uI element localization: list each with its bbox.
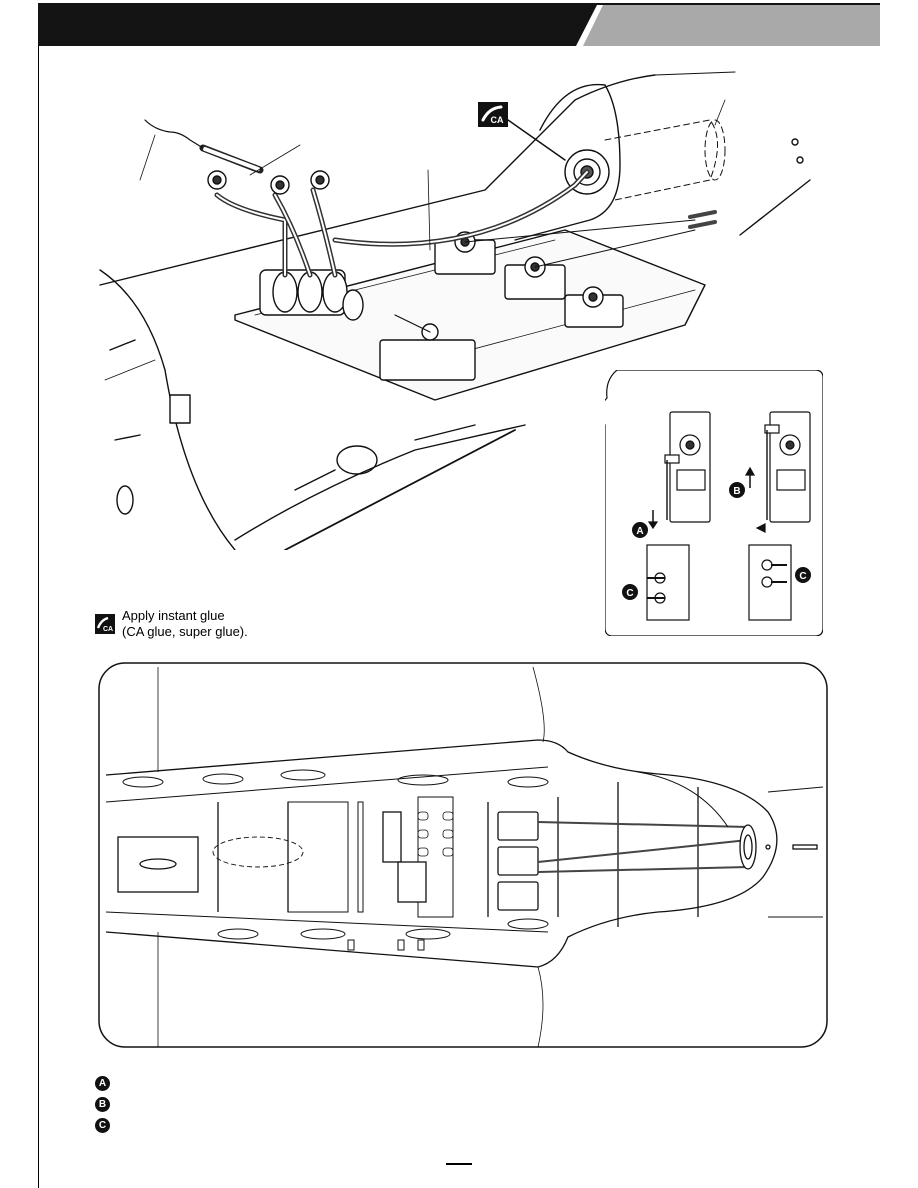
detail-label-c-left: C — [622, 584, 638, 600]
throttle-servo — [379, 339, 476, 381]
ca-note-line2: (CA glue, super glue). — [122, 624, 248, 639]
servo-3 — [564, 286, 624, 328]
servo-2 — [504, 256, 566, 300]
fuselage-top-view-box — [98, 662, 828, 1048]
svg-text:B: B — [733, 486, 740, 497]
page-header-band — [38, 3, 880, 46]
fuel-valve-block — [259, 269, 364, 321]
svg-text:CA: CA — [491, 115, 504, 125]
detail-servo-left — [646, 411, 711, 621]
linkage-detail-box: A C B C — [605, 370, 823, 636]
ca-glue-icon: CA — [95, 614, 115, 634]
legend: A B C — [95, 1076, 395, 1140]
throttle-servo-top — [397, 861, 427, 903]
page-number-rule — [446, 1163, 472, 1165]
legend-badge-a: A — [95, 1076, 110, 1091]
legend-badge-c: C — [95, 1118, 110, 1133]
detail-label-c-right: C — [795, 567, 811, 583]
left-margin-rule — [38, 46, 39, 1188]
svg-text:C: C — [799, 571, 806, 582]
legend-item-b: B — [95, 1097, 295, 1113]
ca-note-line1: Apply instant glue — [122, 608, 225, 623]
ca-note-text: Apply instant glue (CA glue, super glue)… — [122, 608, 248, 640]
ca-glue-note: CA Apply instant glue (CA glue, super gl… — [95, 608, 395, 648]
legend-item-c: C — [95, 1118, 295, 1134]
svg-text:C: C — [626, 588, 633, 599]
receiver-top — [382, 811, 402, 863]
legend-item-a: A — [95, 1076, 295, 1092]
svg-text:CA: CA — [103, 626, 113, 633]
detail-label-a: A — [632, 522, 648, 538]
ca-glue-badge: CA — [478, 102, 566, 161]
fuselage-former — [514, 83, 621, 241]
fuselage-install-illustration: CA — [99, 71, 811, 550]
legend-badge-b: B — [95, 1097, 110, 1112]
servo-tray — [234, 229, 706, 401]
svg-text:A: A — [636, 526, 643, 537]
detail-label-b: B — [729, 482, 745, 498]
fuselage-outline — [105, 739, 778, 968]
